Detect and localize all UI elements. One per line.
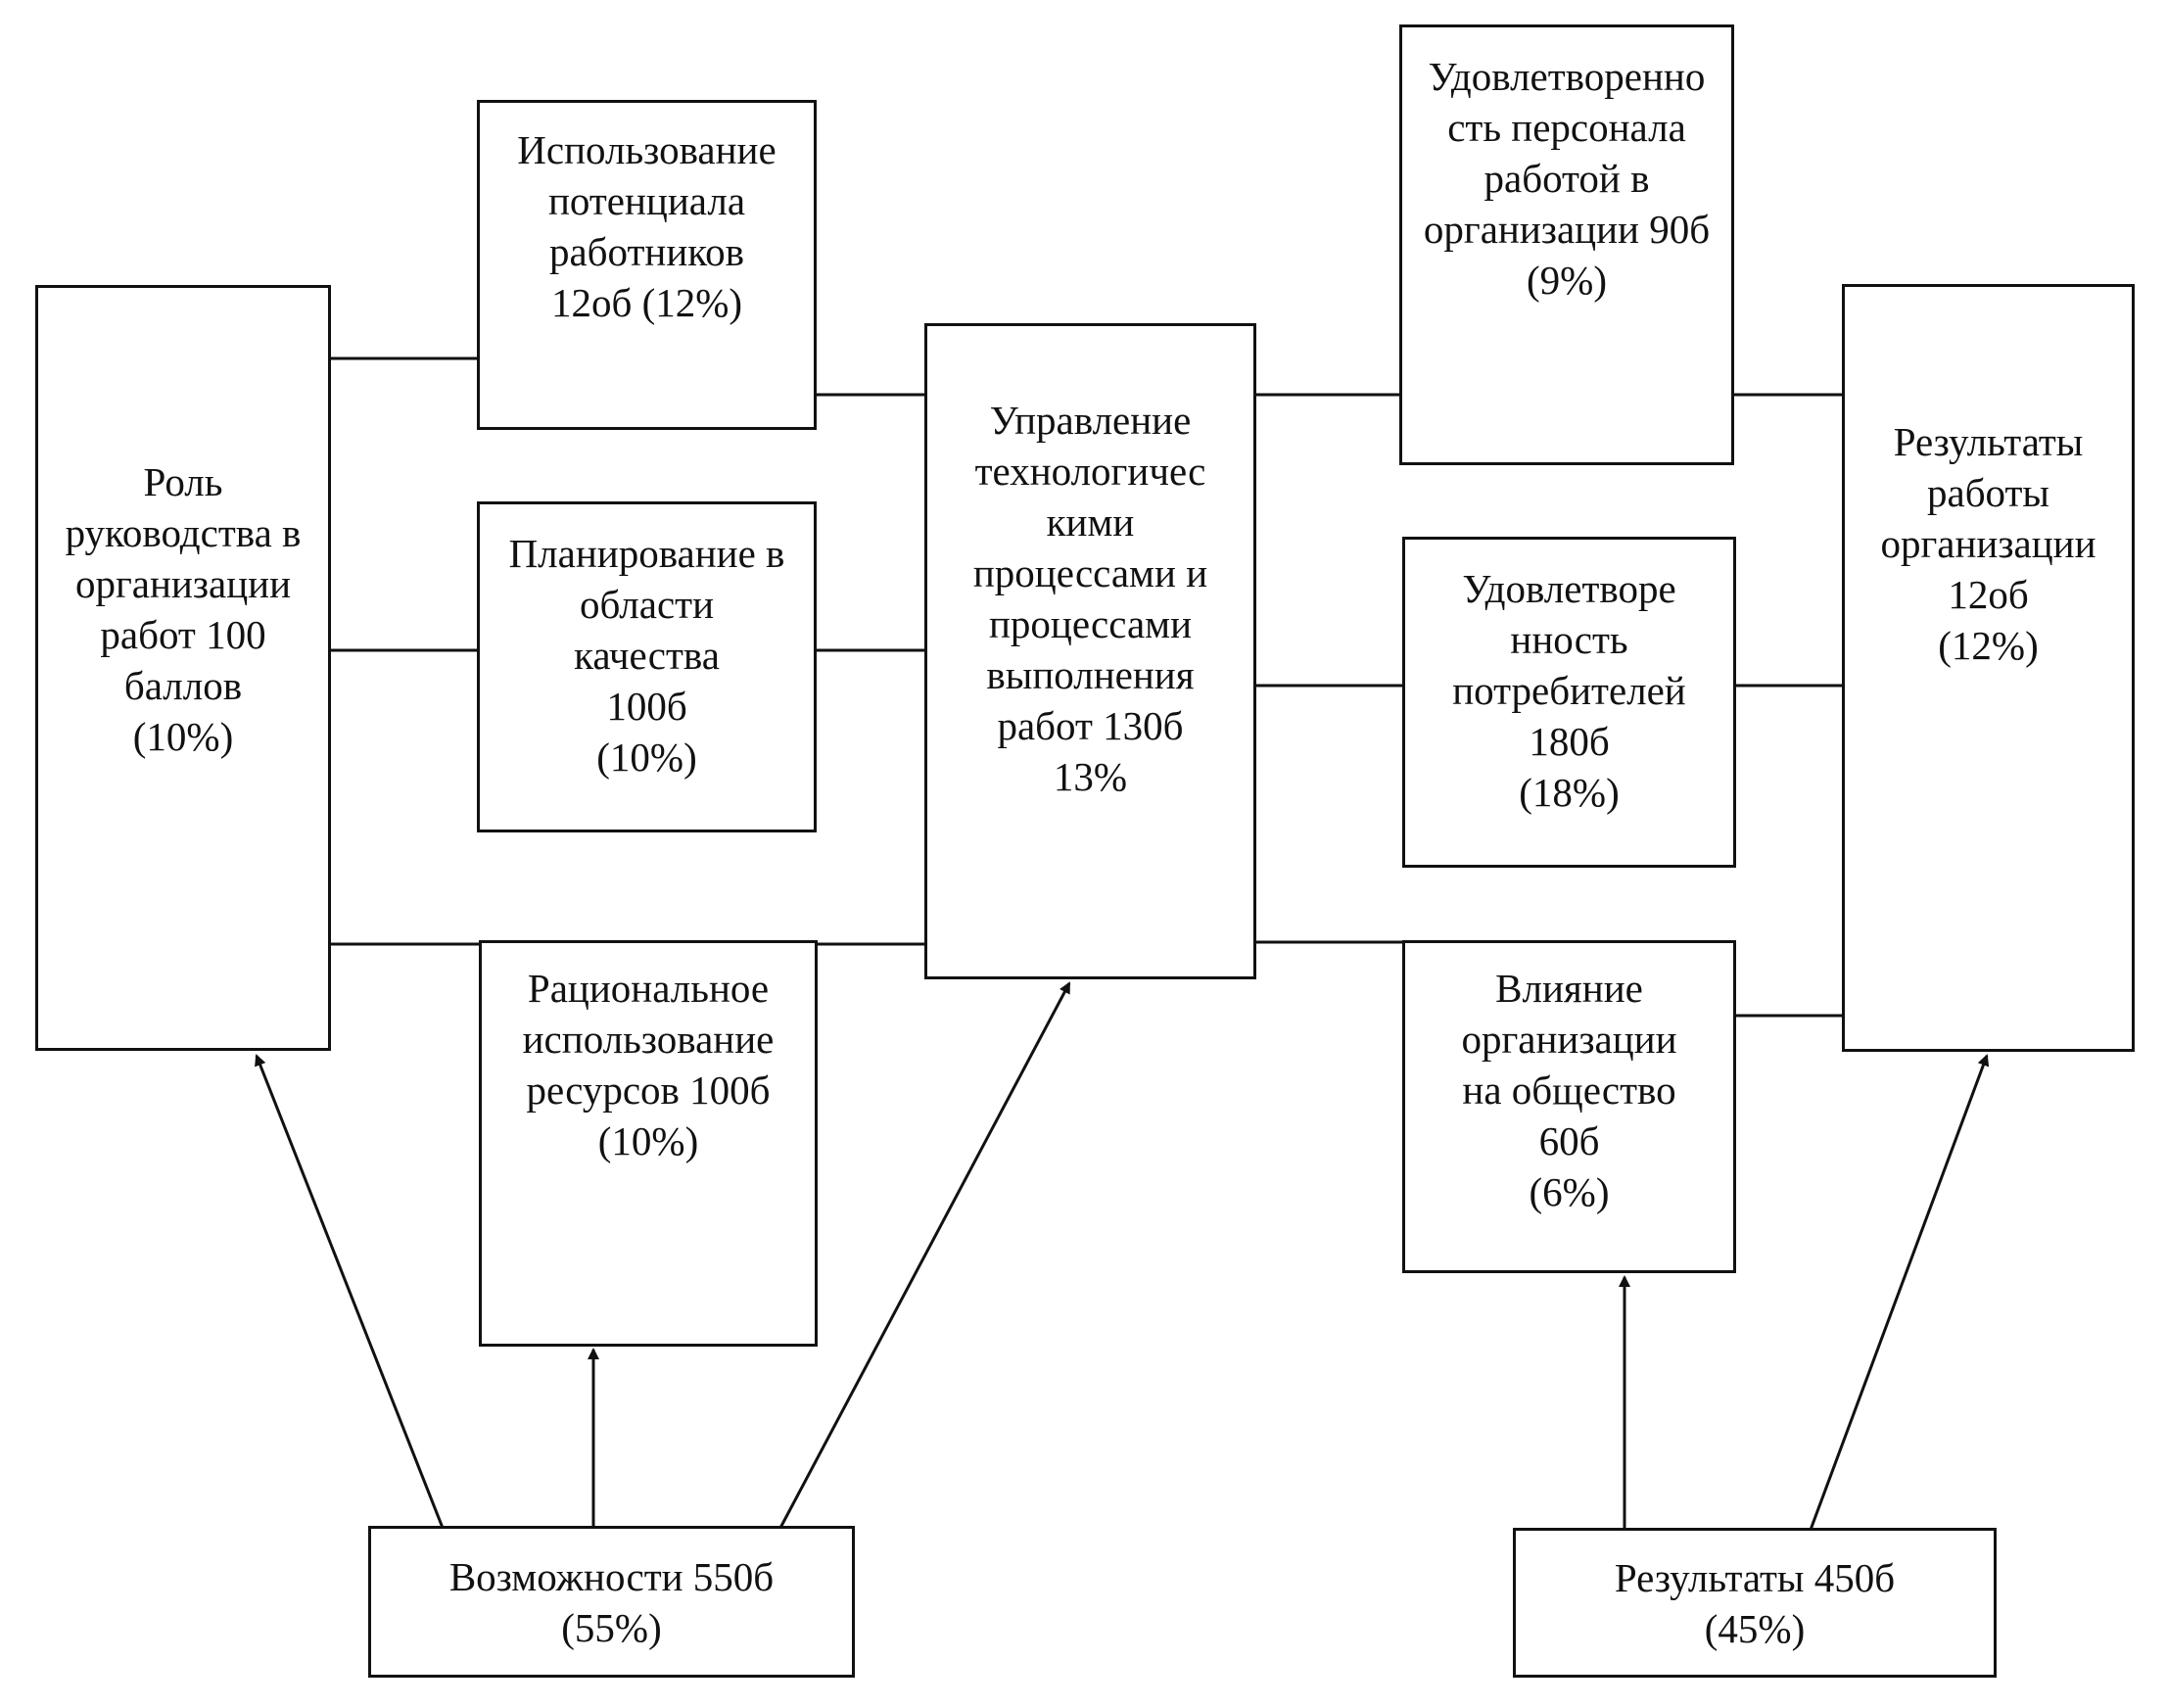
node-processes-line: технологичес	[974, 449, 1206, 494]
node-resources-line: (10%)	[597, 1118, 699, 1163]
node-society-line: (6%)	[1529, 1169, 1610, 1214]
arrow-enablers-leadership	[255, 1054, 445, 1529]
node-processes: Управление технологичес кими процессами …	[924, 323, 1256, 979]
node-leadership-line: организации	[74, 561, 292, 606]
node-resources: Рациональное использование ресурсов 100б…	[479, 940, 818, 1347]
node-planning-line: Планирование в	[508, 531, 785, 576]
node-staff-satisfaction-line: работой в	[1483, 156, 1650, 201]
node-society-line: 60б	[1538, 1118, 1600, 1163]
node-customer-satisfaction-line: 180б	[1529, 719, 1610, 764]
node-leadership-line: руководства в	[65, 510, 302, 555]
node-potential: Использование потенциала работников 12об…	[477, 100, 817, 430]
node-planning-line: области	[579, 582, 715, 627]
node-leadership-line: Роль	[143, 459, 223, 504]
node-leadership: Роль руководства в организации работ 100…	[35, 285, 331, 1051]
node-planning: Планирование в области качества 100б (10…	[477, 501, 817, 832]
node-business-results-line: (12%)	[1938, 623, 2039, 668]
node-staff-satisfaction-line: сть персонала	[1447, 105, 1686, 150]
node-processes-line: процессами	[988, 601, 1193, 646]
node-processes-line: Управление	[989, 398, 1192, 443]
node-staff-satisfaction-line: Удовлетворенно	[1428, 54, 1706, 99]
node-leadership-line: баллов	[123, 663, 243, 708]
node-processes-line: процессами и	[972, 550, 1208, 595]
node-planning-line: 100б	[606, 684, 687, 729]
node-society-line: Влияние	[1495, 966, 1643, 1011]
node-potential-line: потенциала	[547, 178, 746, 223]
node-business-results-line: 12об	[1948, 572, 2029, 617]
node-potential-line: работников	[548, 229, 744, 274]
node-business-results-line: Результаты	[1893, 419, 2084, 464]
node-customer-satisfaction-line: нность	[1510, 617, 1628, 662]
node-enablers: Возможности 550б (55%)	[368, 1526, 855, 1678]
node-processes-line: выполнения	[986, 652, 1195, 697]
node-staff-satisfaction-line: (9%)	[1527, 258, 1607, 303]
node-enablers-line: Возможности 550б	[448, 1553, 775, 1599]
node-business-results-line: организации	[1880, 521, 2096, 566]
node-processes-line: 13%	[1053, 754, 1128, 799]
node-customer-satisfaction-line: Удовлетворе	[1462, 566, 1676, 611]
node-business-results: Результаты работы организации 12об (12%)	[1842, 284, 2135, 1052]
node-staff-satisfaction: Удовлетворенно сть персонала работой в о…	[1399, 24, 1734, 465]
node-resources-line: использование	[522, 1017, 775, 1062]
node-processes-line: работ 130б	[997, 703, 1184, 748]
node-processes-line: кими	[1046, 499, 1135, 545]
node-results: Результаты 450б (45%)	[1513, 1528, 1997, 1678]
node-society: Влияние организации на общество 60б (6%)	[1402, 940, 1736, 1273]
node-staff-satisfaction-line: организации 90б	[1423, 207, 1711, 252]
node-customer-satisfaction-line: (18%)	[1519, 770, 1620, 815]
node-results-line: (45%)	[1704, 1605, 1806, 1651]
node-results-line: Результаты 450б	[1614, 1554, 1896, 1600]
node-planning-line: качества	[574, 633, 720, 678]
node-resources-line: Рациональное	[527, 966, 770, 1011]
node-potential-line: Использование	[517, 127, 777, 172]
node-resources-line: ресурсов 100б	[526, 1068, 771, 1113]
node-leadership-line: работ 100	[100, 612, 266, 657]
node-society-line: организации	[1461, 1017, 1677, 1062]
node-leadership-line: (10%)	[132, 714, 234, 759]
node-business-results-line: работы	[1927, 470, 2049, 515]
arrow-enablers-processes	[778, 981, 1071, 1529]
node-enablers-line: (55%)	[561, 1604, 662, 1650]
arrow-results-business	[1809, 1054, 1990, 1531]
node-potential-line: 12об (12%)	[550, 280, 743, 325]
node-customer-satisfaction: Удовлетворе нность потребителей 180б (18…	[1402, 537, 1736, 868]
node-planning-line: (10%)	[596, 735, 697, 780]
node-customer-satisfaction-line: потребителей	[1452, 668, 1686, 713]
node-society-line: на общество	[1462, 1068, 1676, 1113]
